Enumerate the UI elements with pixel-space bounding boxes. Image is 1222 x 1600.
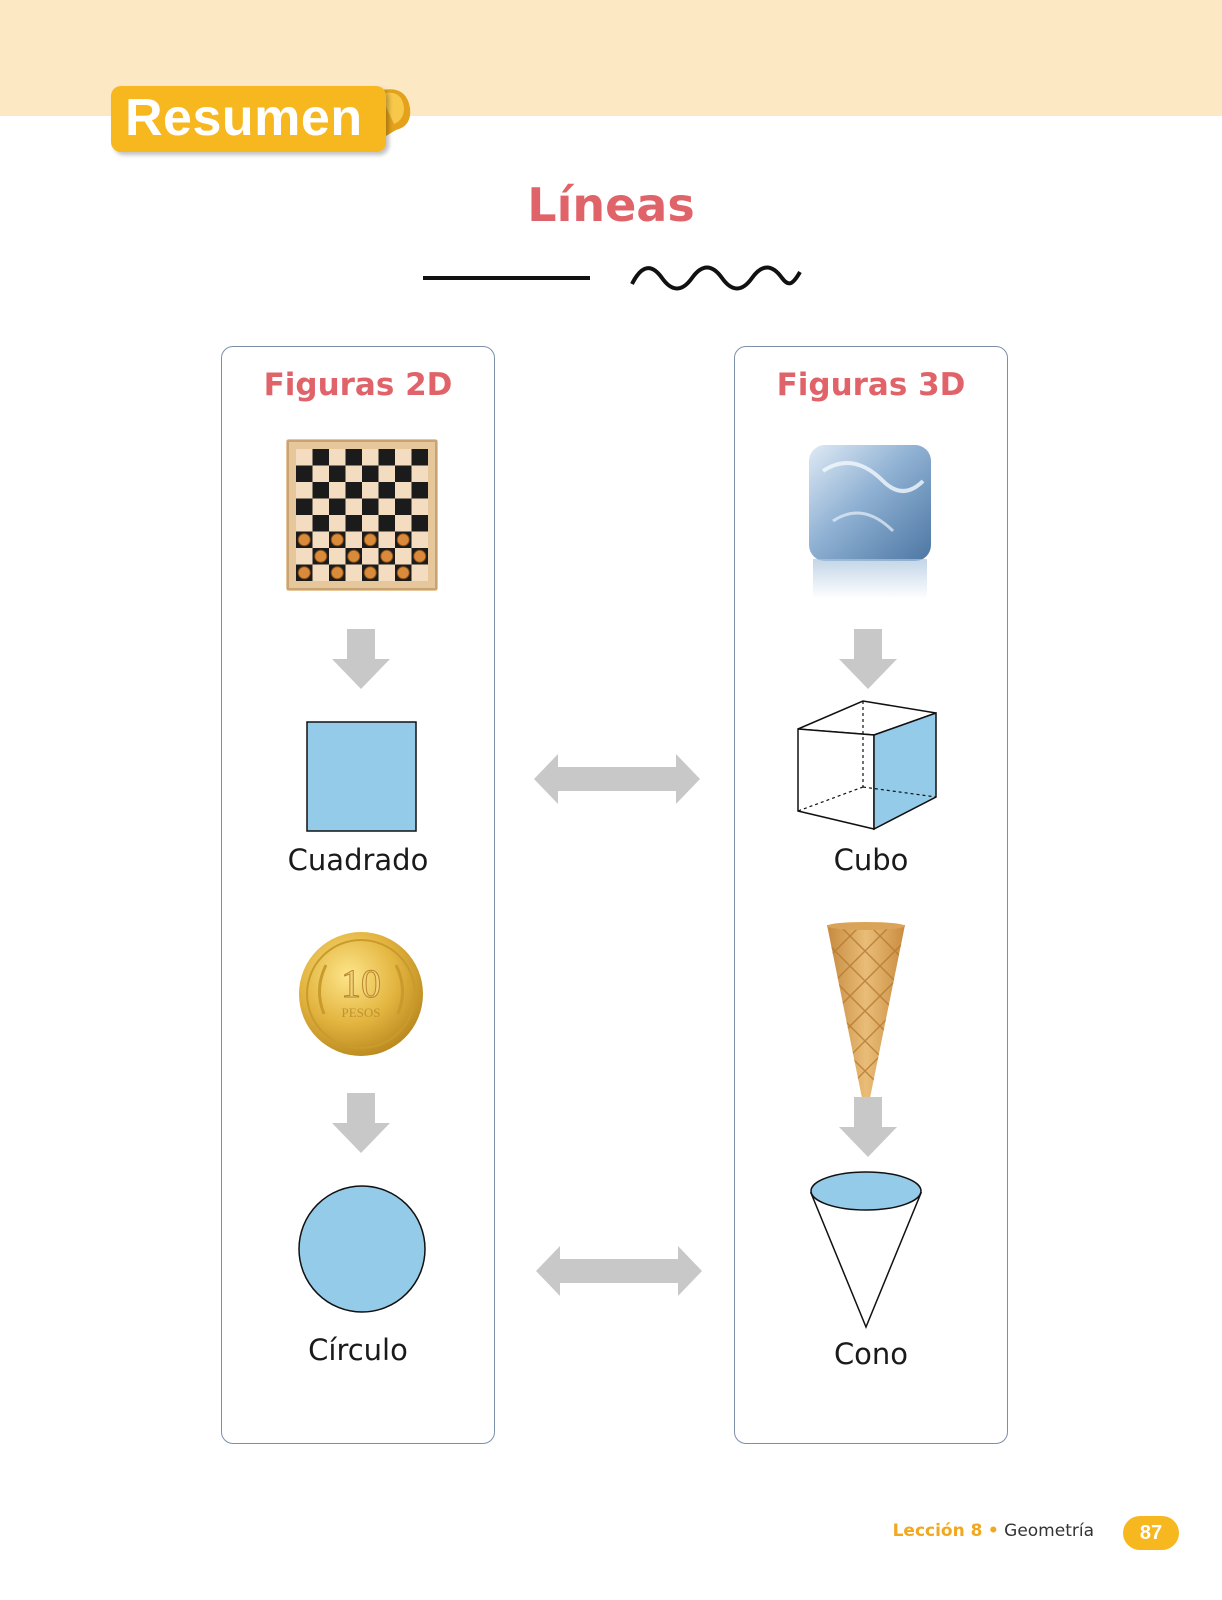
coin-text: PESOS (341, 1005, 380, 1020)
label-cubo: Cubo (833, 843, 909, 877)
panel-title-2d: Figuras 2D (263, 367, 453, 403)
panel-2d: Figuras 2D Cuadrado 10 PESOS (221, 346, 495, 1444)
footer-lesson: Lección 8 (892, 1521, 983, 1541)
arrow-down-icon (839, 629, 897, 689)
double-arrow-icon (534, 754, 700, 804)
footer: Lección 8 • Geometría (893, 1521, 1094, 1541)
tab-label: Resumen (125, 89, 363, 147)
square-shape (306, 721, 417, 832)
arrow-down-icon (839, 1097, 897, 1157)
ice-cube-photo (809, 445, 931, 599)
resumen-tab: Resumen (111, 86, 421, 158)
lines-illustration (423, 265, 802, 291)
panel-title-3d: Figuras 3D (776, 367, 966, 403)
circle-shape (298, 1185, 426, 1313)
arrow-down-icon (332, 1093, 390, 1153)
label-circulo: Círculo (308, 1333, 408, 1367)
panel-3d: Figuras 3D Cubo (734, 346, 1008, 1444)
tab-background (111, 86, 386, 152)
coin-photo: 10 PESOS (299, 932, 423, 1056)
label-cono: Cono (833, 1337, 909, 1371)
page-title: Líneas (527, 178, 695, 232)
cone-shape (809, 1171, 923, 1329)
footer-subject: Geometría (1004, 1521, 1094, 1541)
checkerboard-photo (286, 439, 438, 591)
wavy-line-icon (630, 265, 802, 291)
ice-cream-cone-photo (827, 922, 905, 1103)
double-arrow-icon (536, 1246, 702, 1296)
label-cuadrado: Cuadrado (287, 843, 429, 877)
coin-number: 10 (341, 961, 381, 1006)
arrow-down-icon (332, 629, 390, 689)
page-number: 87 (1123, 1516, 1179, 1550)
cube-shape (797, 700, 937, 831)
footer-separator: • (987, 1521, 999, 1541)
